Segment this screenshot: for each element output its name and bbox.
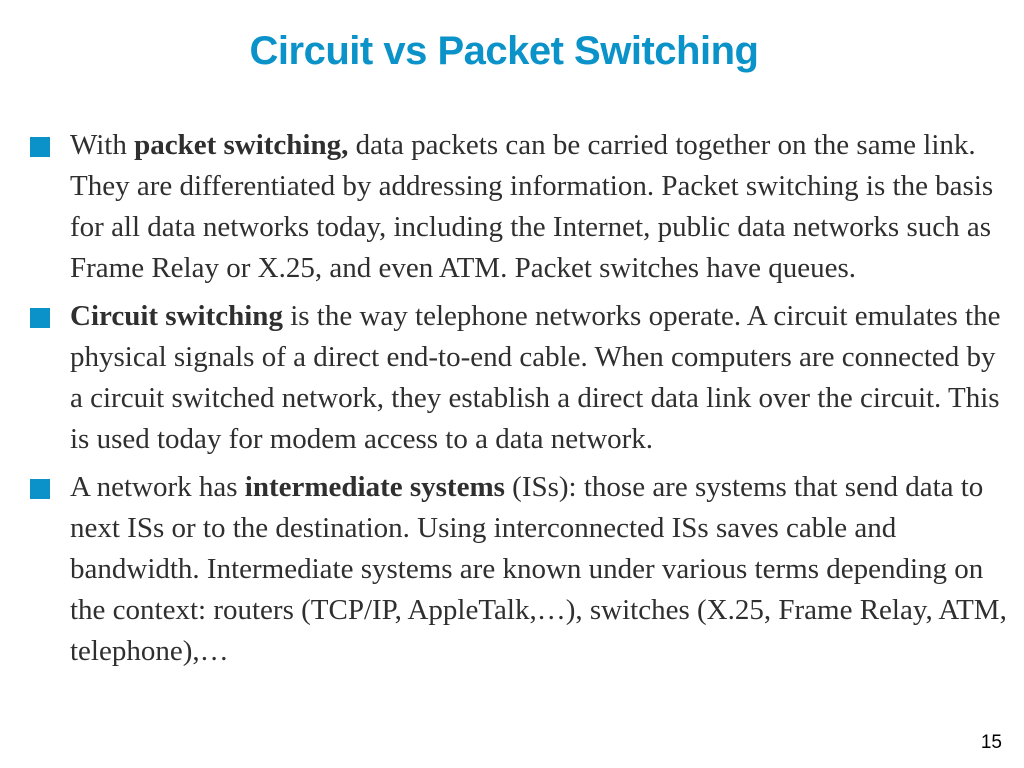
square-bullet-icon bbox=[30, 137, 50, 157]
bullet-text-before: A network has bbox=[70, 471, 245, 503]
bullet-list: With packet switching, data packets can … bbox=[30, 125, 1010, 679]
page-number: 15 bbox=[980, 732, 1002, 753]
bullet-text-after: (ISs): those are systems that send data … bbox=[70, 471, 1007, 667]
square-bullet-icon bbox=[30, 479, 50, 499]
bullet-text-after: data packets can be carried together on … bbox=[70, 129, 994, 284]
bullet-text-before: With bbox=[70, 129, 135, 161]
bullet-bold-term: Circuit switching bbox=[70, 300, 283, 332]
bullet-bold-term: intermediate systems bbox=[244, 471, 505, 503]
bullet-packet-switching: With packet switching, data packets can … bbox=[30, 125, 1010, 289]
bullet-text-after: is the way telephone networks operate. A… bbox=[70, 300, 1001, 455]
bullet-intermediate-systems: A network has intermediate systems (ISs)… bbox=[30, 467, 1010, 672]
bullet-bold-term: packet switching, bbox=[134, 129, 349, 161]
square-bullet-icon bbox=[30, 308, 50, 328]
slide-title: Circuit vs Packet Switching bbox=[249, 29, 759, 73]
bullet-circuit-switching: Circuit switching is the way telephone n… bbox=[30, 296, 1010, 460]
